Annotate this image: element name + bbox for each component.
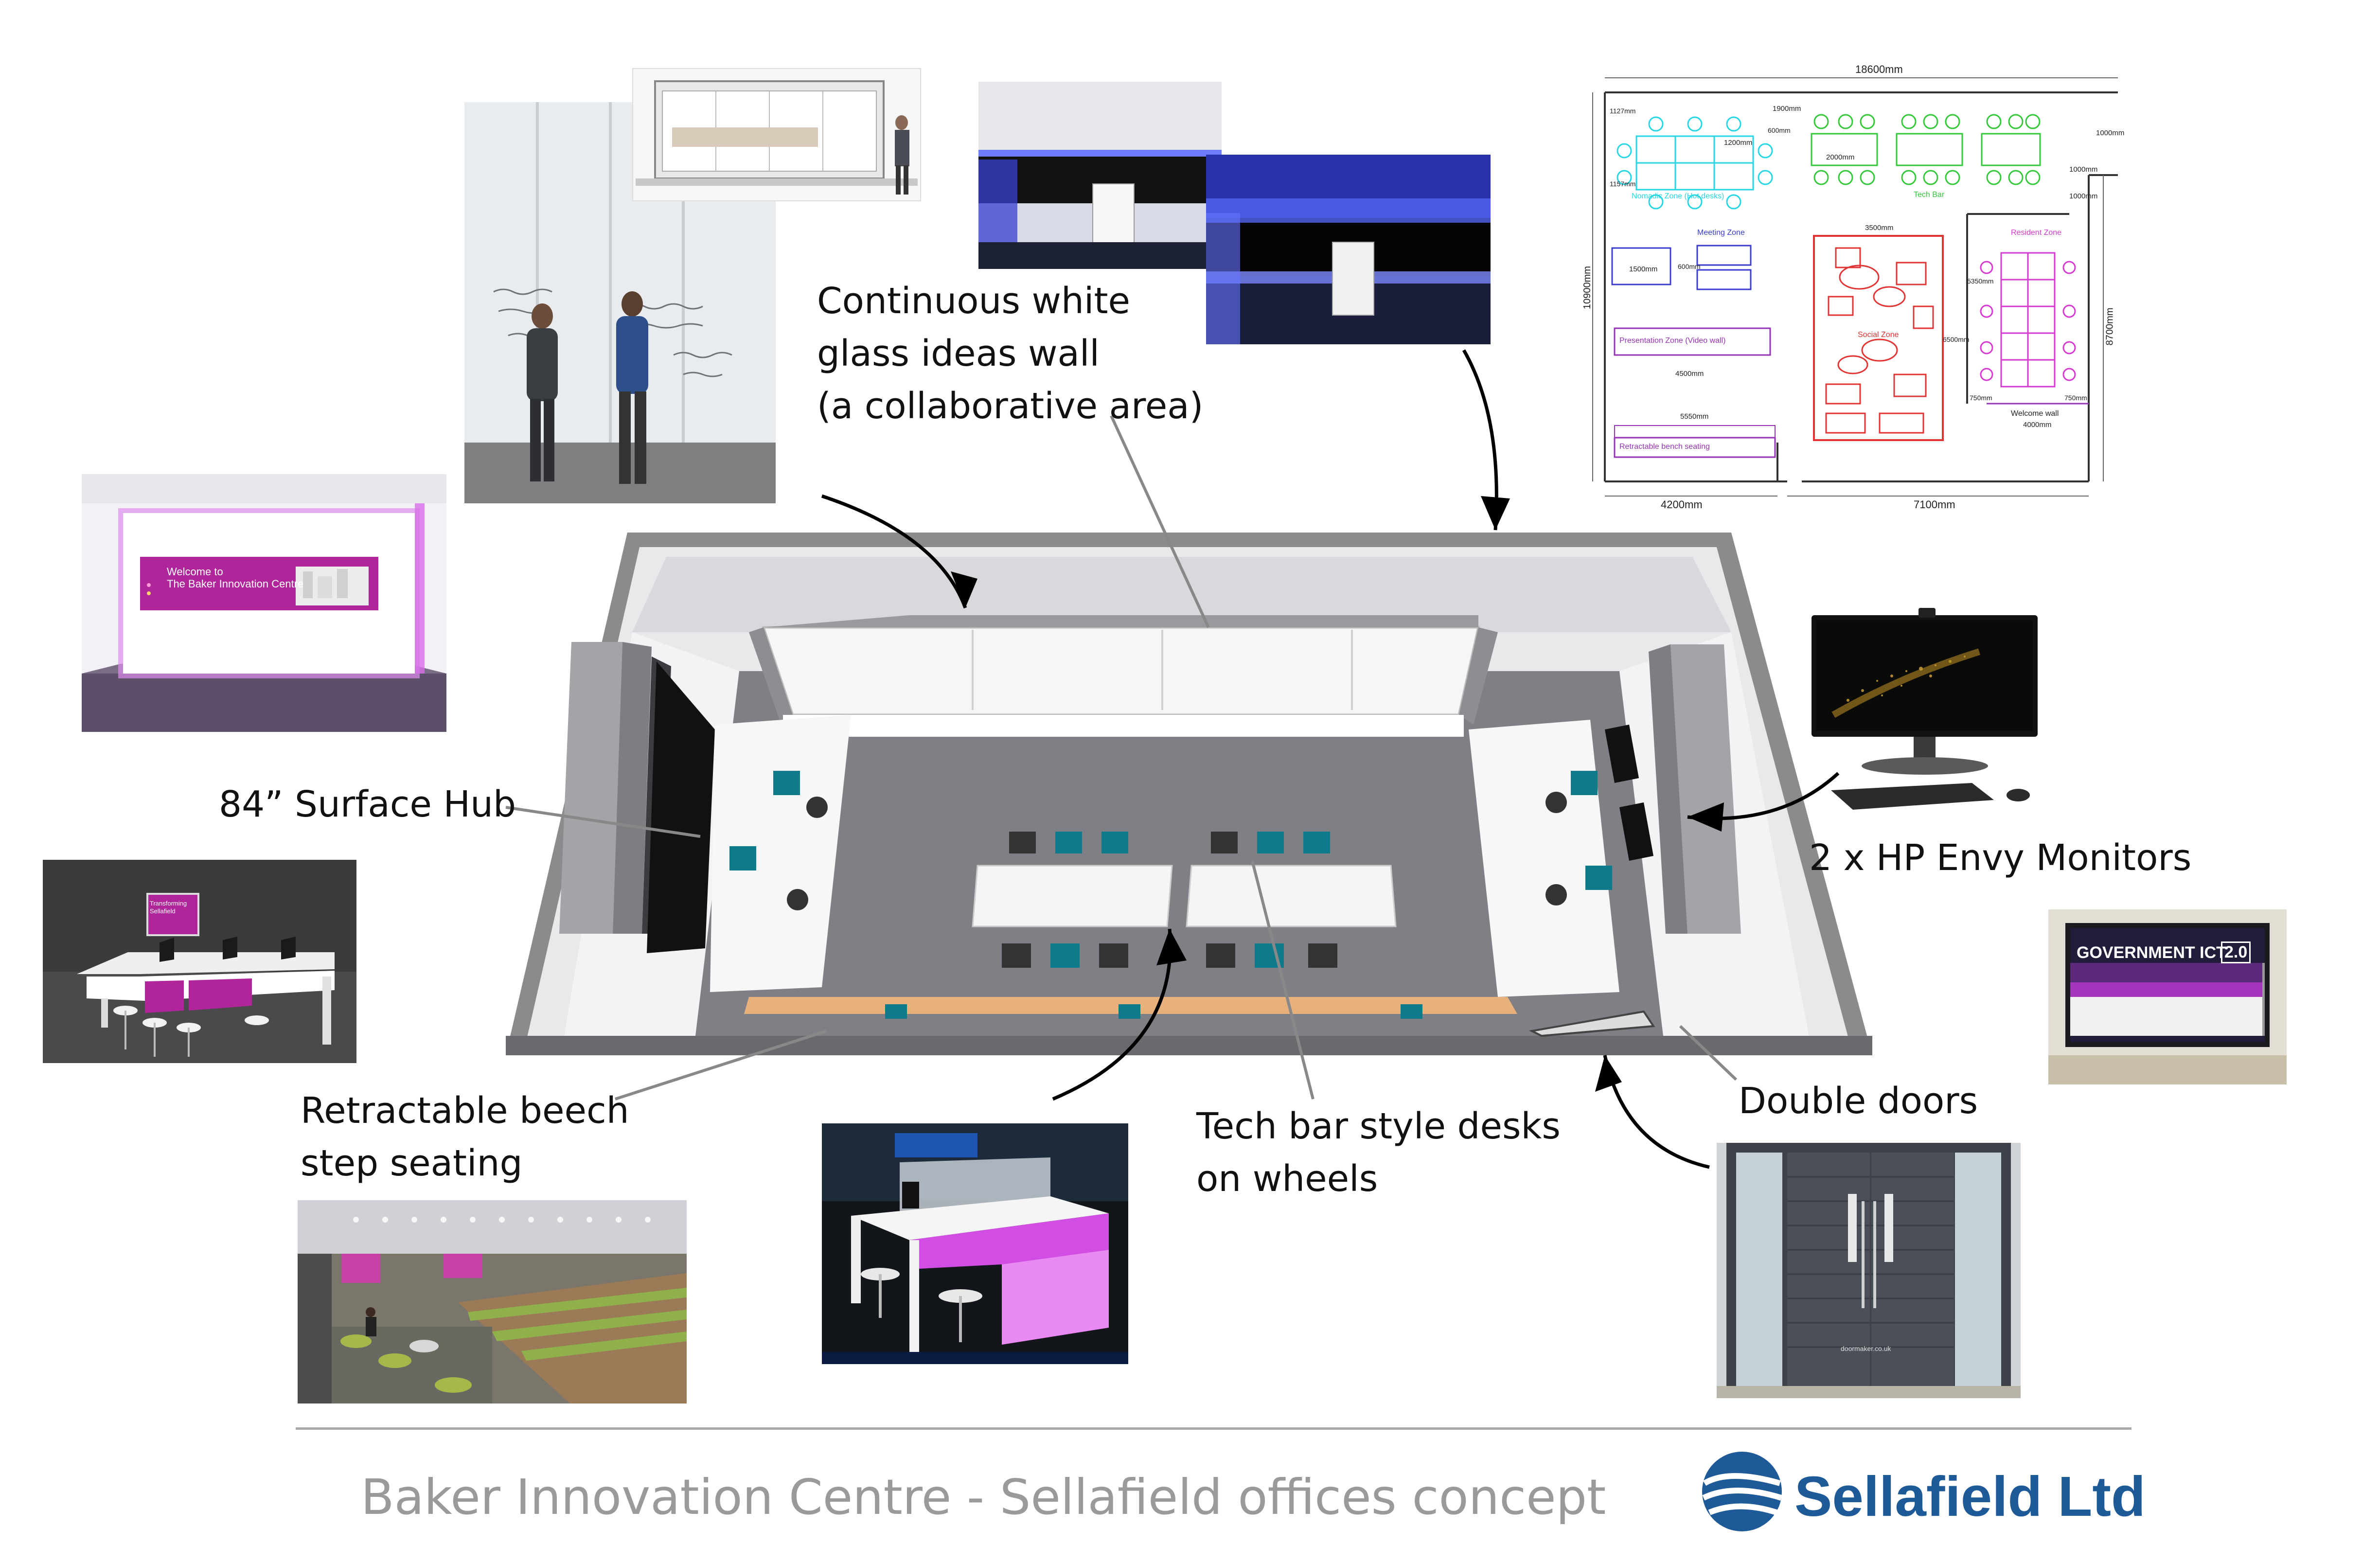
fp-bottom-right: 7100mm: [1914, 498, 1955, 511]
footer-title: Baker Innovation Centre - Sellafield off…: [361, 1469, 1606, 1526]
fp-dim-1127: 1127mm: [1610, 107, 1636, 115]
fp-overall-width: 18600mm: [1855, 63, 1903, 75]
zone-presentation-label: Presentation Zone (Video wall): [1619, 337, 1726, 345]
fp-bottom-left: 4200mm: [1661, 498, 1703, 511]
fp-dim-1500: 1500mm: [1629, 265, 1658, 273]
hp-monitors-annotation: 2 x HP Envy Monitors: [1809, 837, 2192, 879]
zone-resident-label: Resident Zone: [2011, 229, 2062, 237]
government-ict-screen-photo: GOVERNMENT ICT 2.0: [2048, 909, 2287, 1084]
tech-bar-render-sign: Transforming Sellafield: [150, 900, 187, 915]
bench-seating-annotation: Retractable beech step seating: [301, 1090, 629, 1184]
welcome-sign-line1: Welcome to: [167, 566, 223, 578]
welcome-sign-line2: The Baker Innovation Centre: [167, 578, 304, 590]
gov-ict-title: GOVERNMENT ICT: [2077, 943, 2226, 962]
surface-hub-annotation: 84” Surface Hub: [219, 783, 516, 825]
fp-dim-1200: 1200mm: [1724, 139, 1753, 147]
tech-desks-annotation: Tech bar style desks on wheels: [1196, 1105, 1561, 1200]
double-doors-photo: doormaker.co.uk: [1717, 1143, 2021, 1398]
tech-desk-photo: [822, 1123, 1128, 1364]
zone-nomadic-label: Nomadic Zone (Hot desks): [1632, 192, 1724, 200]
zone-tech-bar-label: Tech Bar: [1914, 191, 1945, 199]
double-doors-annotation: Double doors: [1739, 1080, 1978, 1122]
gov-ict-version: 2.0: [2221, 941, 2251, 963]
fp-dim-1000c: 1000mm: [2069, 192, 2098, 200]
fp-height-left: 10900mm: [1581, 266, 1593, 309]
fp-dim-4000: 4000mm: [2023, 421, 2052, 429]
welcome-wall-photo: Welcome to The Baker Innovation Centre: [82, 474, 446, 732]
fp-dim-1000a: 1000mm: [2096, 129, 2125, 137]
zone-social-label: Social Zone: [1858, 331, 1899, 339]
fp-dim-5350: 5350mm: [1967, 277, 1994, 285]
fp-dim-600b: 600mm: [1678, 263, 1701, 270]
fp-dim-750b: 750mm: [2064, 394, 2087, 402]
fp-dim-2000: 2000mm: [1826, 153, 1855, 161]
lit-room-photo-front: [1206, 155, 1491, 344]
tech-bar-render-photo: Transforming Sellafield: [43, 860, 356, 1063]
step-seating-photo: [298, 1200, 687, 1403]
zone-welcome-wall-label: Welcome wall: [2011, 409, 2059, 418]
footer-divider: [296, 1427, 2131, 1430]
glass-room-render-photo: [632, 68, 921, 201]
fp-dim-5550: 5550mm: [1680, 412, 1709, 421]
lit-room-photo-back: [978, 82, 1222, 269]
sellafield-logo-text: Sellafield Ltd: [1794, 1465, 2146, 1528]
hp-envy-monitor-photo: [1804, 603, 2047, 817]
floor-plan: 18600mm 1900mm 1200mm 2000mm 1000mm 1000…: [1581, 63, 2137, 511]
ideas-wall-annotation: Continuous white glass ideas wall (a col…: [817, 280, 1204, 427]
fp-dim-1900: 1900mm: [1773, 105, 1801, 113]
sellafield-logo-icon: [1700, 1449, 1785, 1534]
fp-dim-750a: 750mm: [1970, 394, 1992, 402]
fp-dim-3500: 3500mm: [1865, 224, 1894, 232]
zone-meeting-label: Meeting Zone: [1697, 229, 1745, 237]
room-3d-render: [486, 525, 1872, 1070]
fp-dim-1157: 1157mm: [1610, 180, 1636, 188]
fp-height-right: 8700mm: [2104, 307, 2115, 346]
fp-dim-4500: 4500mm: [1675, 370, 1704, 378]
fp-dim-600a: 600mm: [1768, 126, 1791, 134]
door-photo-caption: doormaker.co.uk: [1841, 1345, 1891, 1352]
fp-dim-6500: 6500mm: [1943, 336, 1970, 343]
fp-dim-1000b: 1000mm: [2069, 165, 2098, 174]
zone-retractable-label: Retractable bench seating: [1619, 443, 1710, 451]
